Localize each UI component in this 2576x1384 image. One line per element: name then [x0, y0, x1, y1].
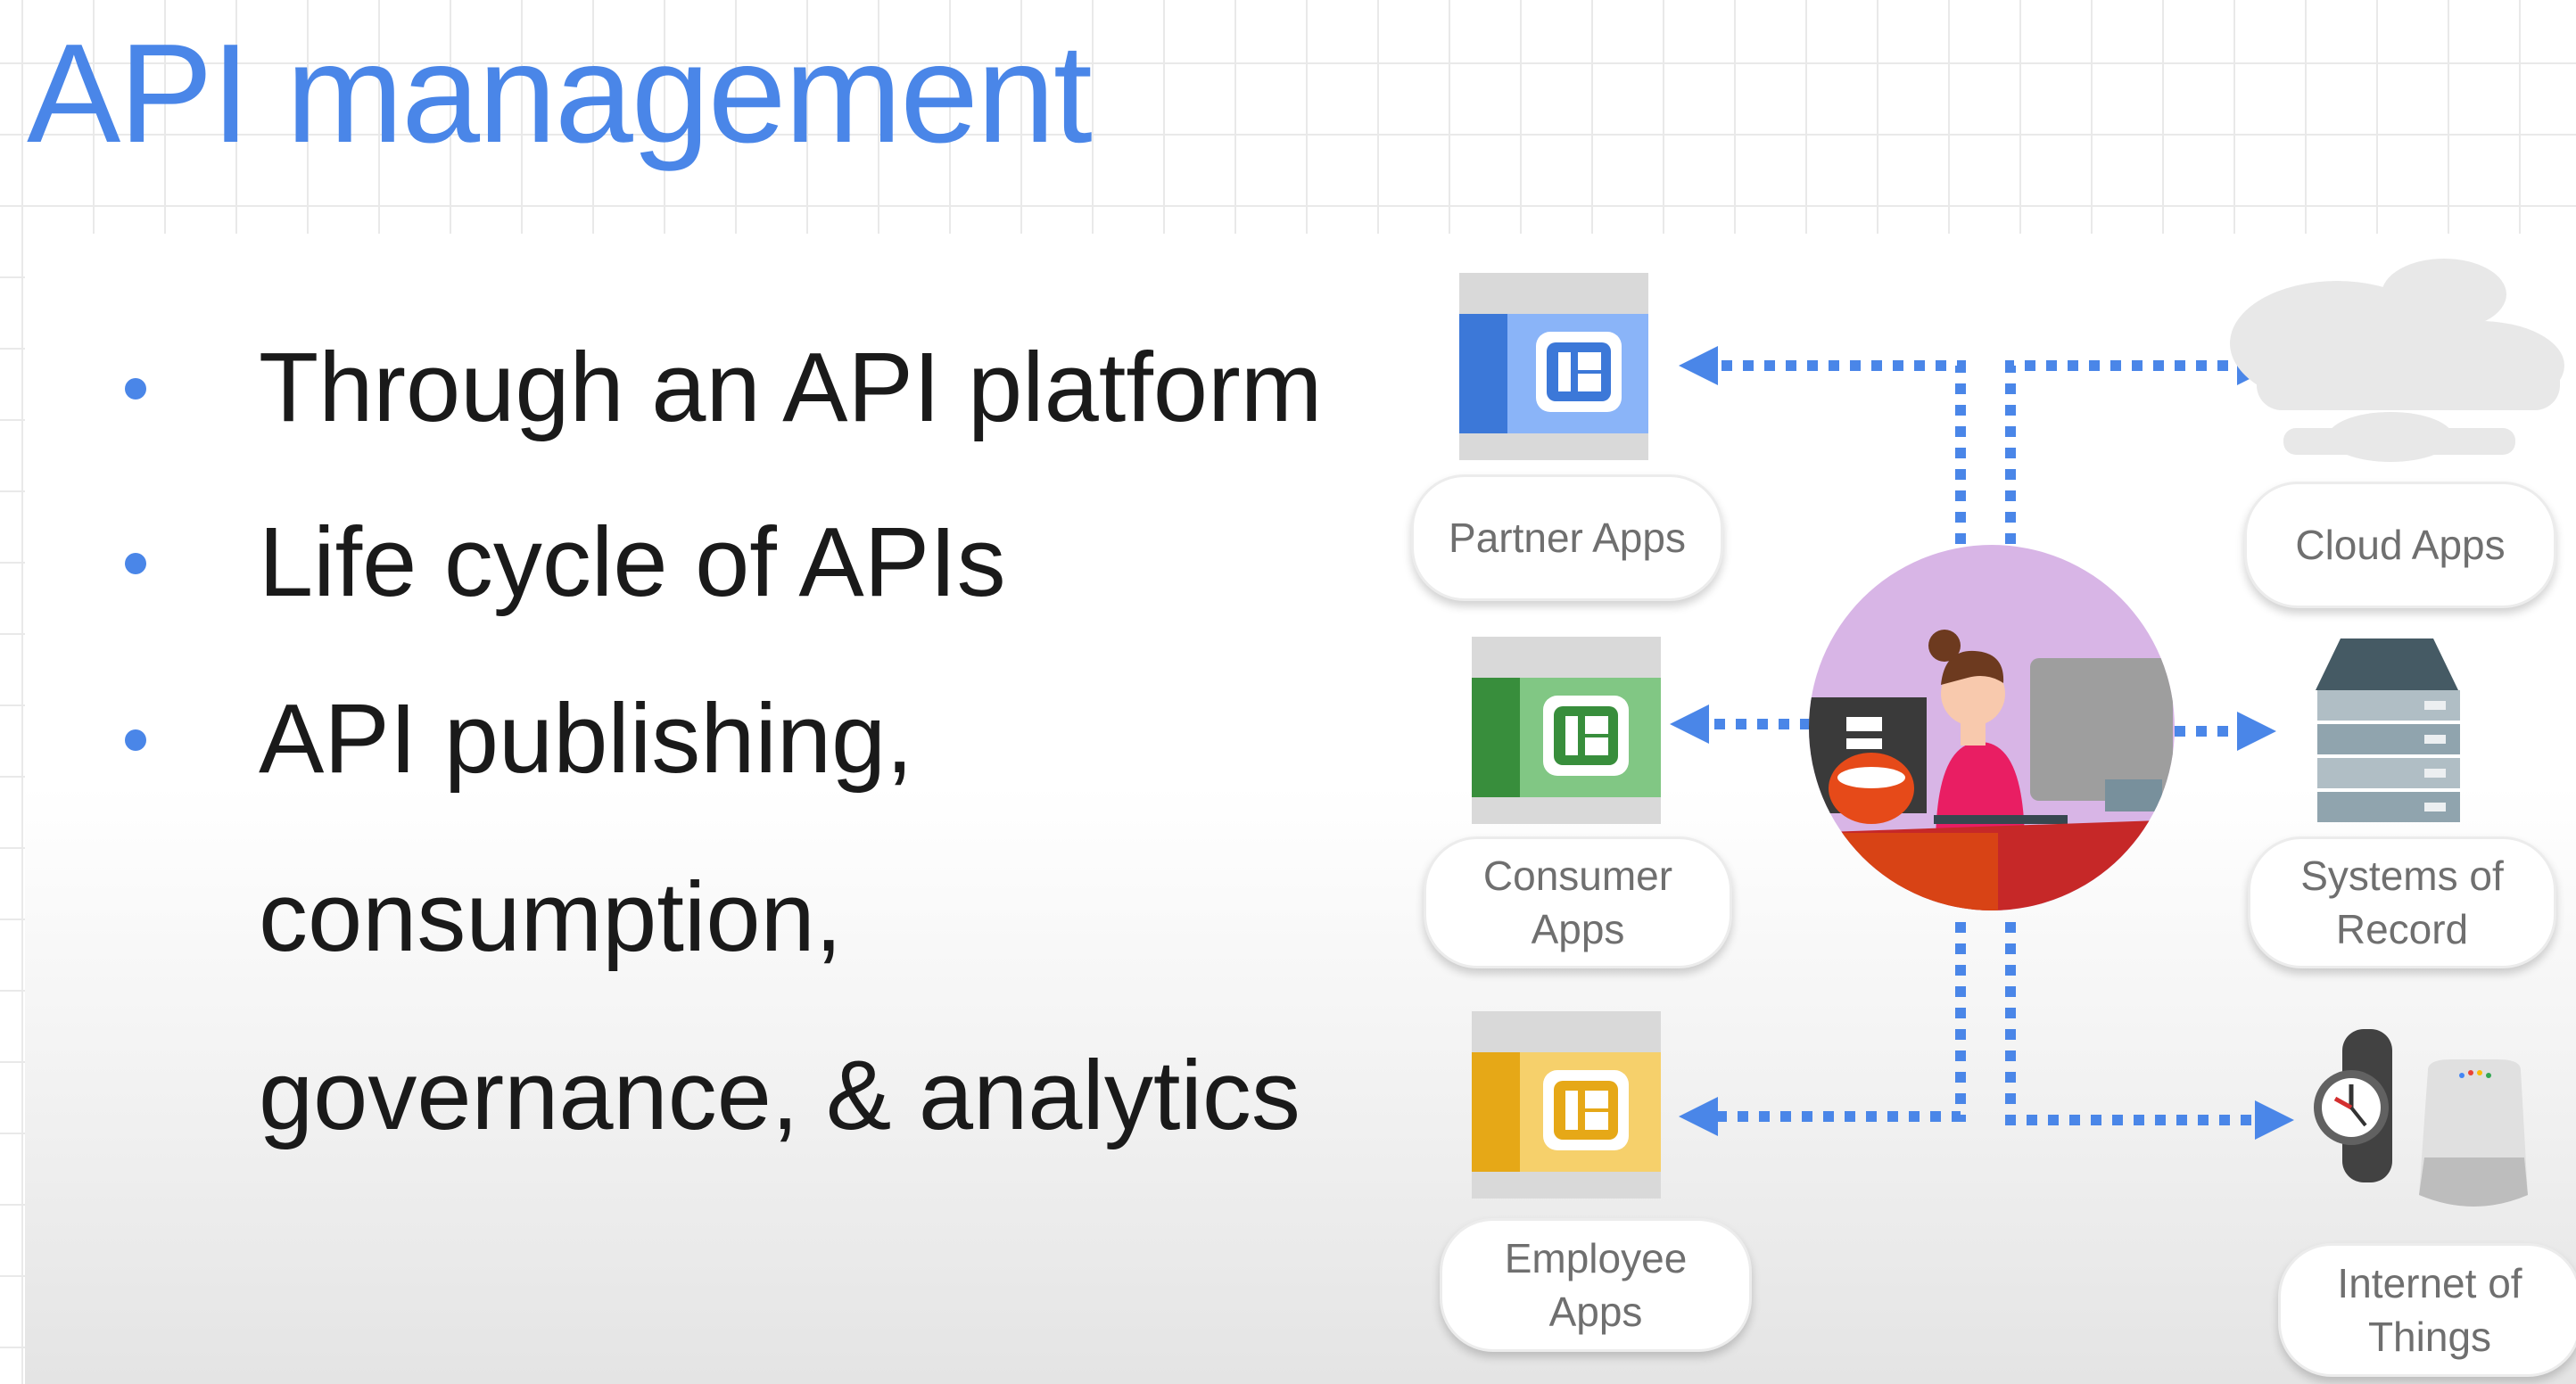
developer-hub-illustration	[1809, 545, 2175, 910]
consumer-apps-text-line1: Consumer	[1482, 853, 1673, 899]
consumer-apps-label: Consumer Apps	[1424, 836, 1732, 968]
arrow-employee	[1679, 1097, 1718, 1136]
arrow-iot	[2255, 1100, 2294, 1140]
employee-apps-text-line2: Apps	[1548, 1289, 1643, 1335]
bullet-dot	[125, 378, 146, 400]
partner-apps-icon	[1459, 273, 1648, 460]
arrow-consumer	[1670, 704, 1709, 744]
partner-apps-label: Partner Apps	[1411, 474, 1723, 601]
slide-title: API management	[27, 15, 1093, 172]
consumer-apps-icon	[1472, 637, 1661, 824]
cloud-apps-label: Cloud Apps	[2244, 482, 2556, 608]
systems-of-record-text-line2: Record	[2335, 906, 2469, 952]
internet-of-things-label: Internet of Things	[2278, 1243, 2576, 1377]
cloud-icon	[2230, 259, 2564, 462]
bullet-item: Life cycle of APIs	[259, 507, 1006, 617]
connector-partner	[1713, 360, 1966, 544]
bullet-continuation: governance, & analytics	[259, 1041, 1300, 1150]
cloud-apps-text: Cloud Apps	[2295, 522, 2506, 568]
bullet-dot	[125, 553, 146, 574]
connector-iot	[2005, 922, 2253, 1125]
connector-employee	[1713, 922, 1966, 1122]
systems-of-record-label: Systems of Record	[2248, 836, 2556, 968]
connector-cloud	[2005, 360, 2237, 544]
server-stack-icon	[2316, 638, 2460, 822]
smart-speaker-icon	[2419, 1059, 2528, 1207]
employee-apps-label: Employee Apps	[1440, 1218, 1752, 1352]
internet-of-things-text-line2: Things	[2367, 1314, 2492, 1360]
partner-apps-text: Partner Apps	[1449, 515, 1686, 561]
bullet-item: Through an API platform	[259, 333, 1323, 442]
bullet-continuation: consumption,	[259, 862, 843, 972]
employee-apps-icon	[1472, 1011, 1661, 1199]
arrow-systems	[2237, 712, 2276, 751]
systems-of-record-text-line1: Systems of	[2300, 853, 2504, 899]
bullet-item: API publishing,	[259, 684, 913, 794]
connector-lines	[1713, 360, 2253, 1125]
employee-apps-text-line1: Employee	[1504, 1235, 1688, 1281]
arrow-partner	[1679, 346, 1718, 385]
bullet-dot	[125, 729, 146, 751]
smartwatch-icon	[2314, 1029, 2392, 1182]
consumer-apps-text-line2: Apps	[1531, 906, 1625, 952]
internet-of-things-text-line1: Internet of	[2337, 1260, 2522, 1306]
